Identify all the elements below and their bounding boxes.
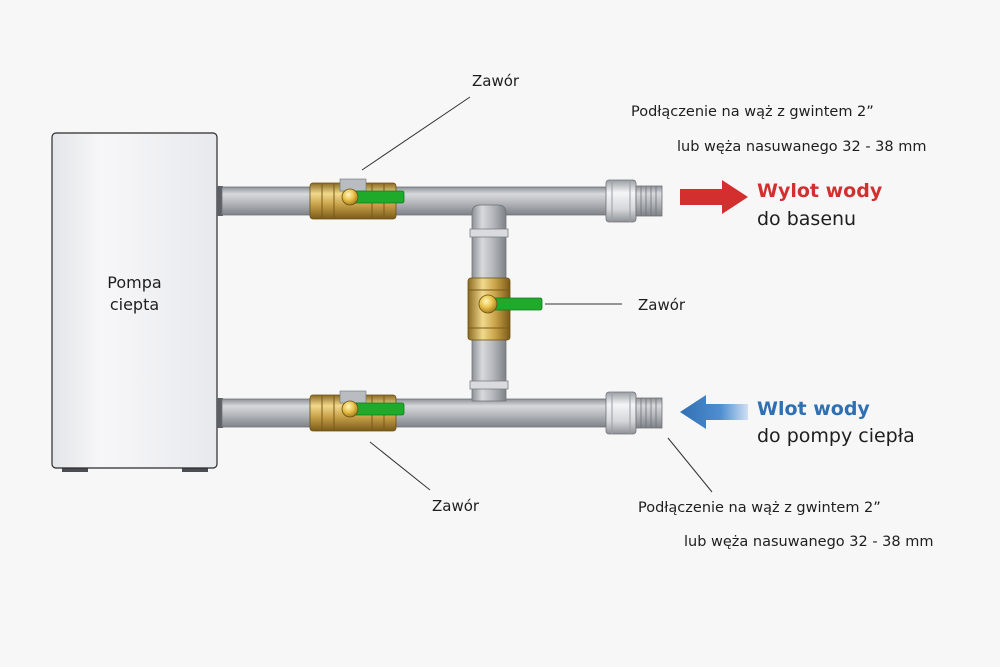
heat-pump-unit (51, 132, 223, 472)
top-valve-leader (361, 96, 471, 171)
top-valve-label: Zawór (472, 72, 520, 90)
bottom-connection-note-line1: Podłączenie na wąż z gwintem 2” (638, 500, 881, 516)
inlet-arrow (680, 395, 748, 429)
middle-valve (467, 277, 543, 341)
outlet-subtitle: do basenu (757, 208, 857, 230)
bottom-pipe (221, 398, 615, 428)
inlet-title: Wlot wody (757, 398, 870, 420)
top-hose-connector (605, 179, 663, 223)
top-connection-note-line1: Podłączenie na wąż z gwintem 2” (631, 104, 874, 120)
bottom-valve (309, 390, 405, 432)
bottom-connector-leader (667, 437, 713, 493)
pump-label: Pompa ciepta (52, 272, 217, 316)
top-pipe (221, 186, 615, 216)
top-connection-note-line2: lub węża nasuwanego 32 - 38 mm (677, 139, 927, 155)
middle-valve-label: Zawór (638, 296, 686, 314)
pump-label-line1: Pompa (107, 273, 162, 292)
bottom-hose-connector (605, 391, 663, 435)
pump-label-line2: ciepta (109, 295, 160, 314)
bottom-valve-label: Zawór (432, 497, 480, 515)
bottom-valve-leader (369, 441, 431, 491)
inlet-subtitle: do pompy ciepła (757, 425, 915, 447)
top-valve (309, 178, 405, 220)
bottom-connection-note-line2: lub węża nasuwanego 32 - 38 mm (684, 534, 934, 550)
outlet-title: Wylot wody (757, 180, 883, 202)
outlet-arrow (680, 180, 748, 214)
